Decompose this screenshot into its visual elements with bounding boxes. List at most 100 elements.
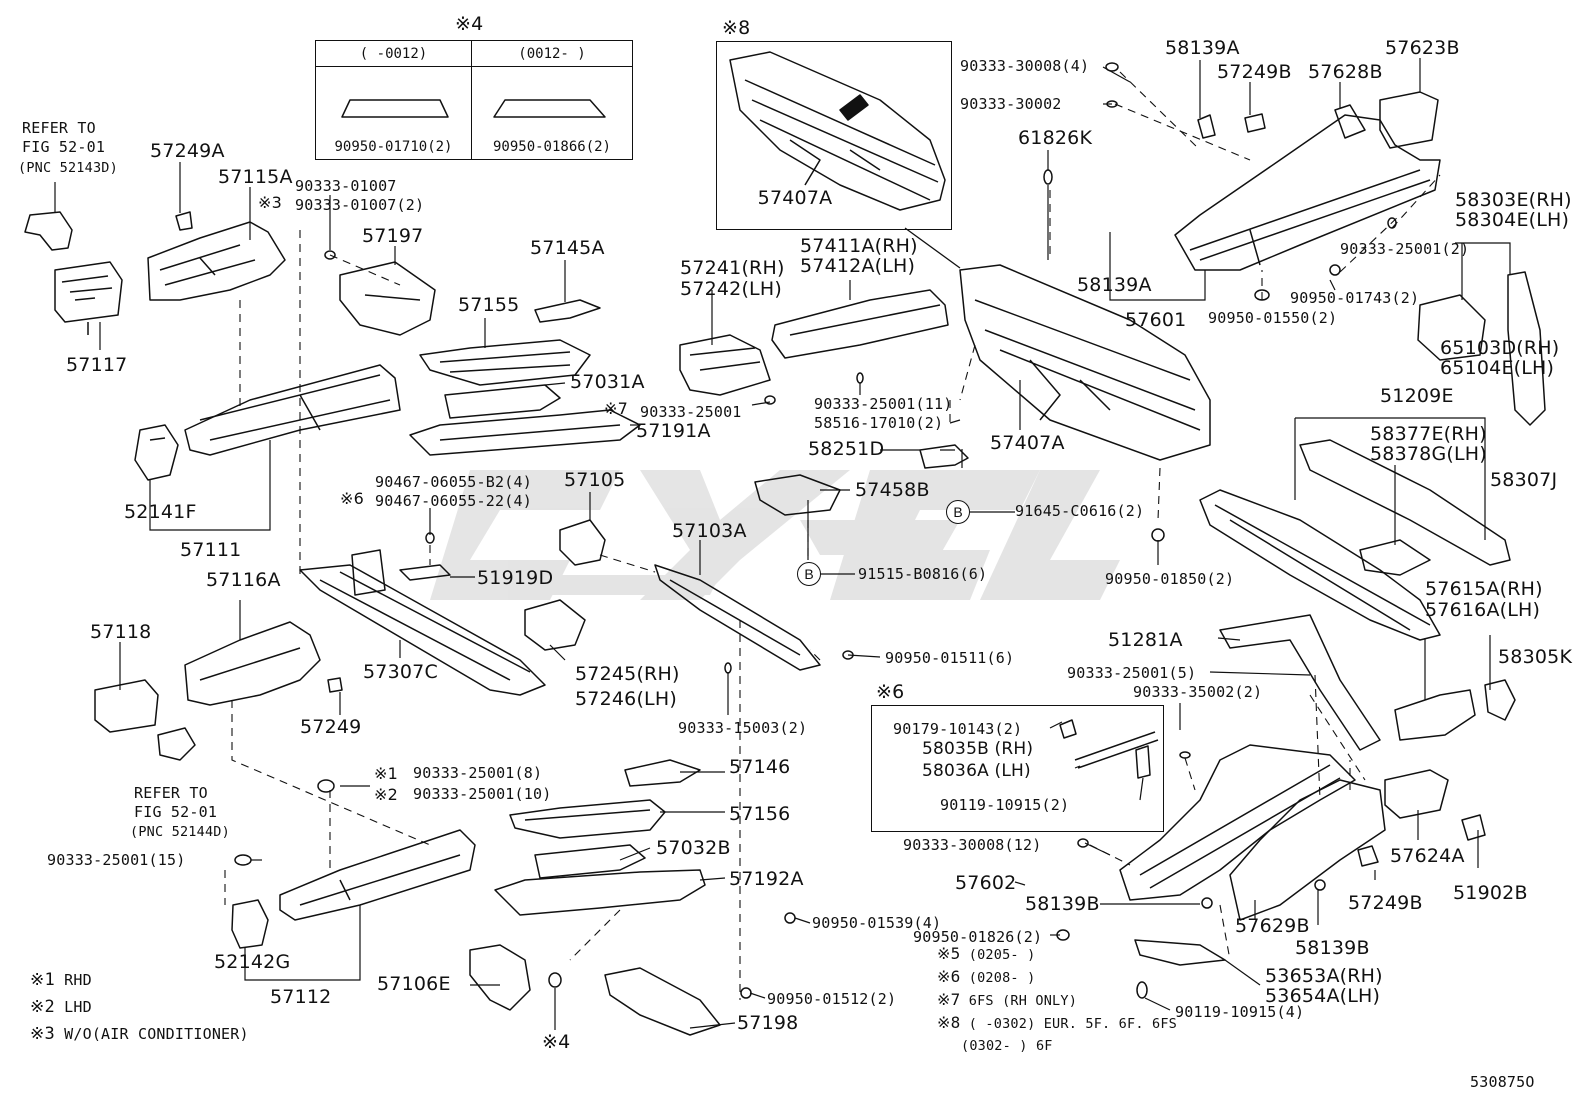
label-note1: ※1 <box>374 764 398 783</box>
label-90950-01550: 90950-01550(2) <box>1208 309 1338 327</box>
label-57249B-top: 57249B <box>1217 61 1292 83</box>
leader-lines <box>54 58 1511 1030</box>
label-57407A: 57407A <box>990 432 1065 454</box>
label-51919D: 51919D <box>477 567 554 589</box>
label-90950-01743: 90950-01743(2) <box>1290 289 1420 307</box>
refer-top-3: (PNC 52143D) <box>18 160 118 176</box>
label-58516: 58516-17010(2) <box>814 414 944 432</box>
label-57249B-b: 57249B <box>1348 892 1423 914</box>
label-57106E: 57106E <box>377 973 451 995</box>
note-1: ※1 RHD <box>30 970 92 990</box>
diagram-code: 530875O <box>1470 1073 1535 1091</box>
label-52141F: 52141F <box>124 501 197 523</box>
part-58251D <box>919 444 969 469</box>
part-57615A <box>1394 689 1476 741</box>
label-57411A: 57411A(RH) <box>800 235 918 257</box>
label-note6: ※6 <box>340 489 364 508</box>
label-57105: 57105 <box>564 469 626 491</box>
label-note4: ※4 <box>542 1031 571 1053</box>
label-90333-25001-2: 90333-25001(2) <box>1340 240 1470 258</box>
label-57115A: 57115A <box>218 166 293 188</box>
label-90467-b2: 90467-06055-B2(4) <box>375 473 532 491</box>
label-57245: 57245(RH) <box>575 663 680 685</box>
label-90333-25001-5: 90333-25001(5) <box>1067 664 1197 682</box>
label-65103D: 65103D(RH) <box>1440 337 1560 359</box>
part-57106E <box>469 944 531 1011</box>
label-57602: 57602 <box>955 872 1017 894</box>
label-90119-10915-4: 90119-10915(4) <box>1175 1003 1305 1021</box>
label-51209E: 51209E <box>1380 385 1454 407</box>
refer-bottom-3: (PNC 52144D) <box>130 824 230 840</box>
part-57117 <box>54 261 123 335</box>
part-57032B <box>534 844 646 879</box>
variant-table: ( -0012) (0012- ) 90950-01710(2) 90950-0… <box>315 39 633 160</box>
part-57249 <box>327 677 343 693</box>
label-57191A: 57191A <box>636 420 711 442</box>
label-note7: ※7 <box>604 399 628 418</box>
inset-6-p1: 90179-10143(2) <box>893 720 1023 738</box>
part-51209E <box>1199 439 1511 641</box>
part-52142G <box>231 899 269 949</box>
part-57118 <box>94 679 159 733</box>
label-58139B-a: 58139B <box>1025 893 1100 915</box>
table-part-2: 90950-01866(2) <box>471 66 633 160</box>
label-53654A: 53654A(LH) <box>1265 985 1381 1007</box>
inset-8-box <box>716 41 952 230</box>
part-57111 <box>184 364 401 456</box>
label-58139B-b: 58139B <box>1295 937 1370 959</box>
part-57103A <box>654 564 821 671</box>
label-58377E: 58377E(RH) <box>1370 423 1487 445</box>
part-57112 <box>279 829 476 921</box>
label-57145A: 57145A <box>530 237 605 259</box>
label-57623B: 57623B <box>1385 37 1460 59</box>
label-90950-01511: 90950-01511(6) <box>885 649 1015 667</box>
label-90333-25001-15: 90333-25001(15) <box>47 851 186 869</box>
note-8: ※8 ( -0302) EUR. 5F. 6F. 6FS <box>937 1013 1177 1033</box>
part-57458B <box>754 474 841 516</box>
part-57115A <box>147 221 286 301</box>
label-57146: 57146 <box>729 756 791 778</box>
label-note3: ※3 <box>258 193 282 212</box>
label-53653A: 53653A(RH) <box>1265 965 1383 987</box>
label-57111: 57111 <box>180 539 242 561</box>
note-2: ※2 LHD <box>30 997 92 1017</box>
part-58305K <box>1484 679 1516 721</box>
part-57031A <box>444 384 561 419</box>
part-58303E <box>1507 271 1546 426</box>
refer-bracket-bottom <box>157 727 196 761</box>
circle-b-2: B <box>797 562 821 586</box>
label-57307C: 57307C <box>363 661 438 683</box>
label-note2: ※2 <box>374 785 398 804</box>
inset-6-box <box>871 705 1164 832</box>
label-57118: 57118 <box>90 621 152 643</box>
part-57146 <box>624 759 701 787</box>
label-58304E: 58304E(LH) <box>1455 209 1570 231</box>
part-65103D <box>1417 294 1486 361</box>
part-57411A <box>771 289 949 359</box>
part-57197 <box>339 261 436 336</box>
table-note-marker: ※4 <box>455 13 484 35</box>
part-53653A <box>1134 939 1226 966</box>
part-57628B <box>1334 104 1366 139</box>
table-part-1: 90950-01710(2) <box>315 66 472 160</box>
label-58305K: 58305K <box>1498 646 1573 668</box>
inset-6-p3: 58036A (LH) <box>922 761 1031 781</box>
table-header-1: ( -0012) <box>315 39 472 68</box>
part-57241 <box>679 334 771 396</box>
note-7: ※7 6FS (RH ONLY) <box>937 990 1078 1010</box>
label-57242: 57242(LH) <box>680 278 782 300</box>
inset-8-part <box>729 51 946 211</box>
part-57601 <box>1174 114 1441 271</box>
label-57601: 57601 <box>1125 309 1187 331</box>
notes-right: ※5 (0205- ) ※6 (0208- ) ※7 6FS (RH ONLY)… <box>937 946 1177 1061</box>
label-90333-30008-12: 90333-30008(12) <box>903 836 1042 854</box>
part-57249B-top <box>1244 113 1266 133</box>
part-57307C <box>299 549 546 696</box>
label-90950-01826: 90950-01826(2) <box>913 928 1043 946</box>
part-57249A <box>175 211 193 231</box>
part-57245 <box>524 599 586 651</box>
label-57156: 57156 <box>729 803 791 825</box>
label-57249A: 57249A <box>150 140 225 162</box>
